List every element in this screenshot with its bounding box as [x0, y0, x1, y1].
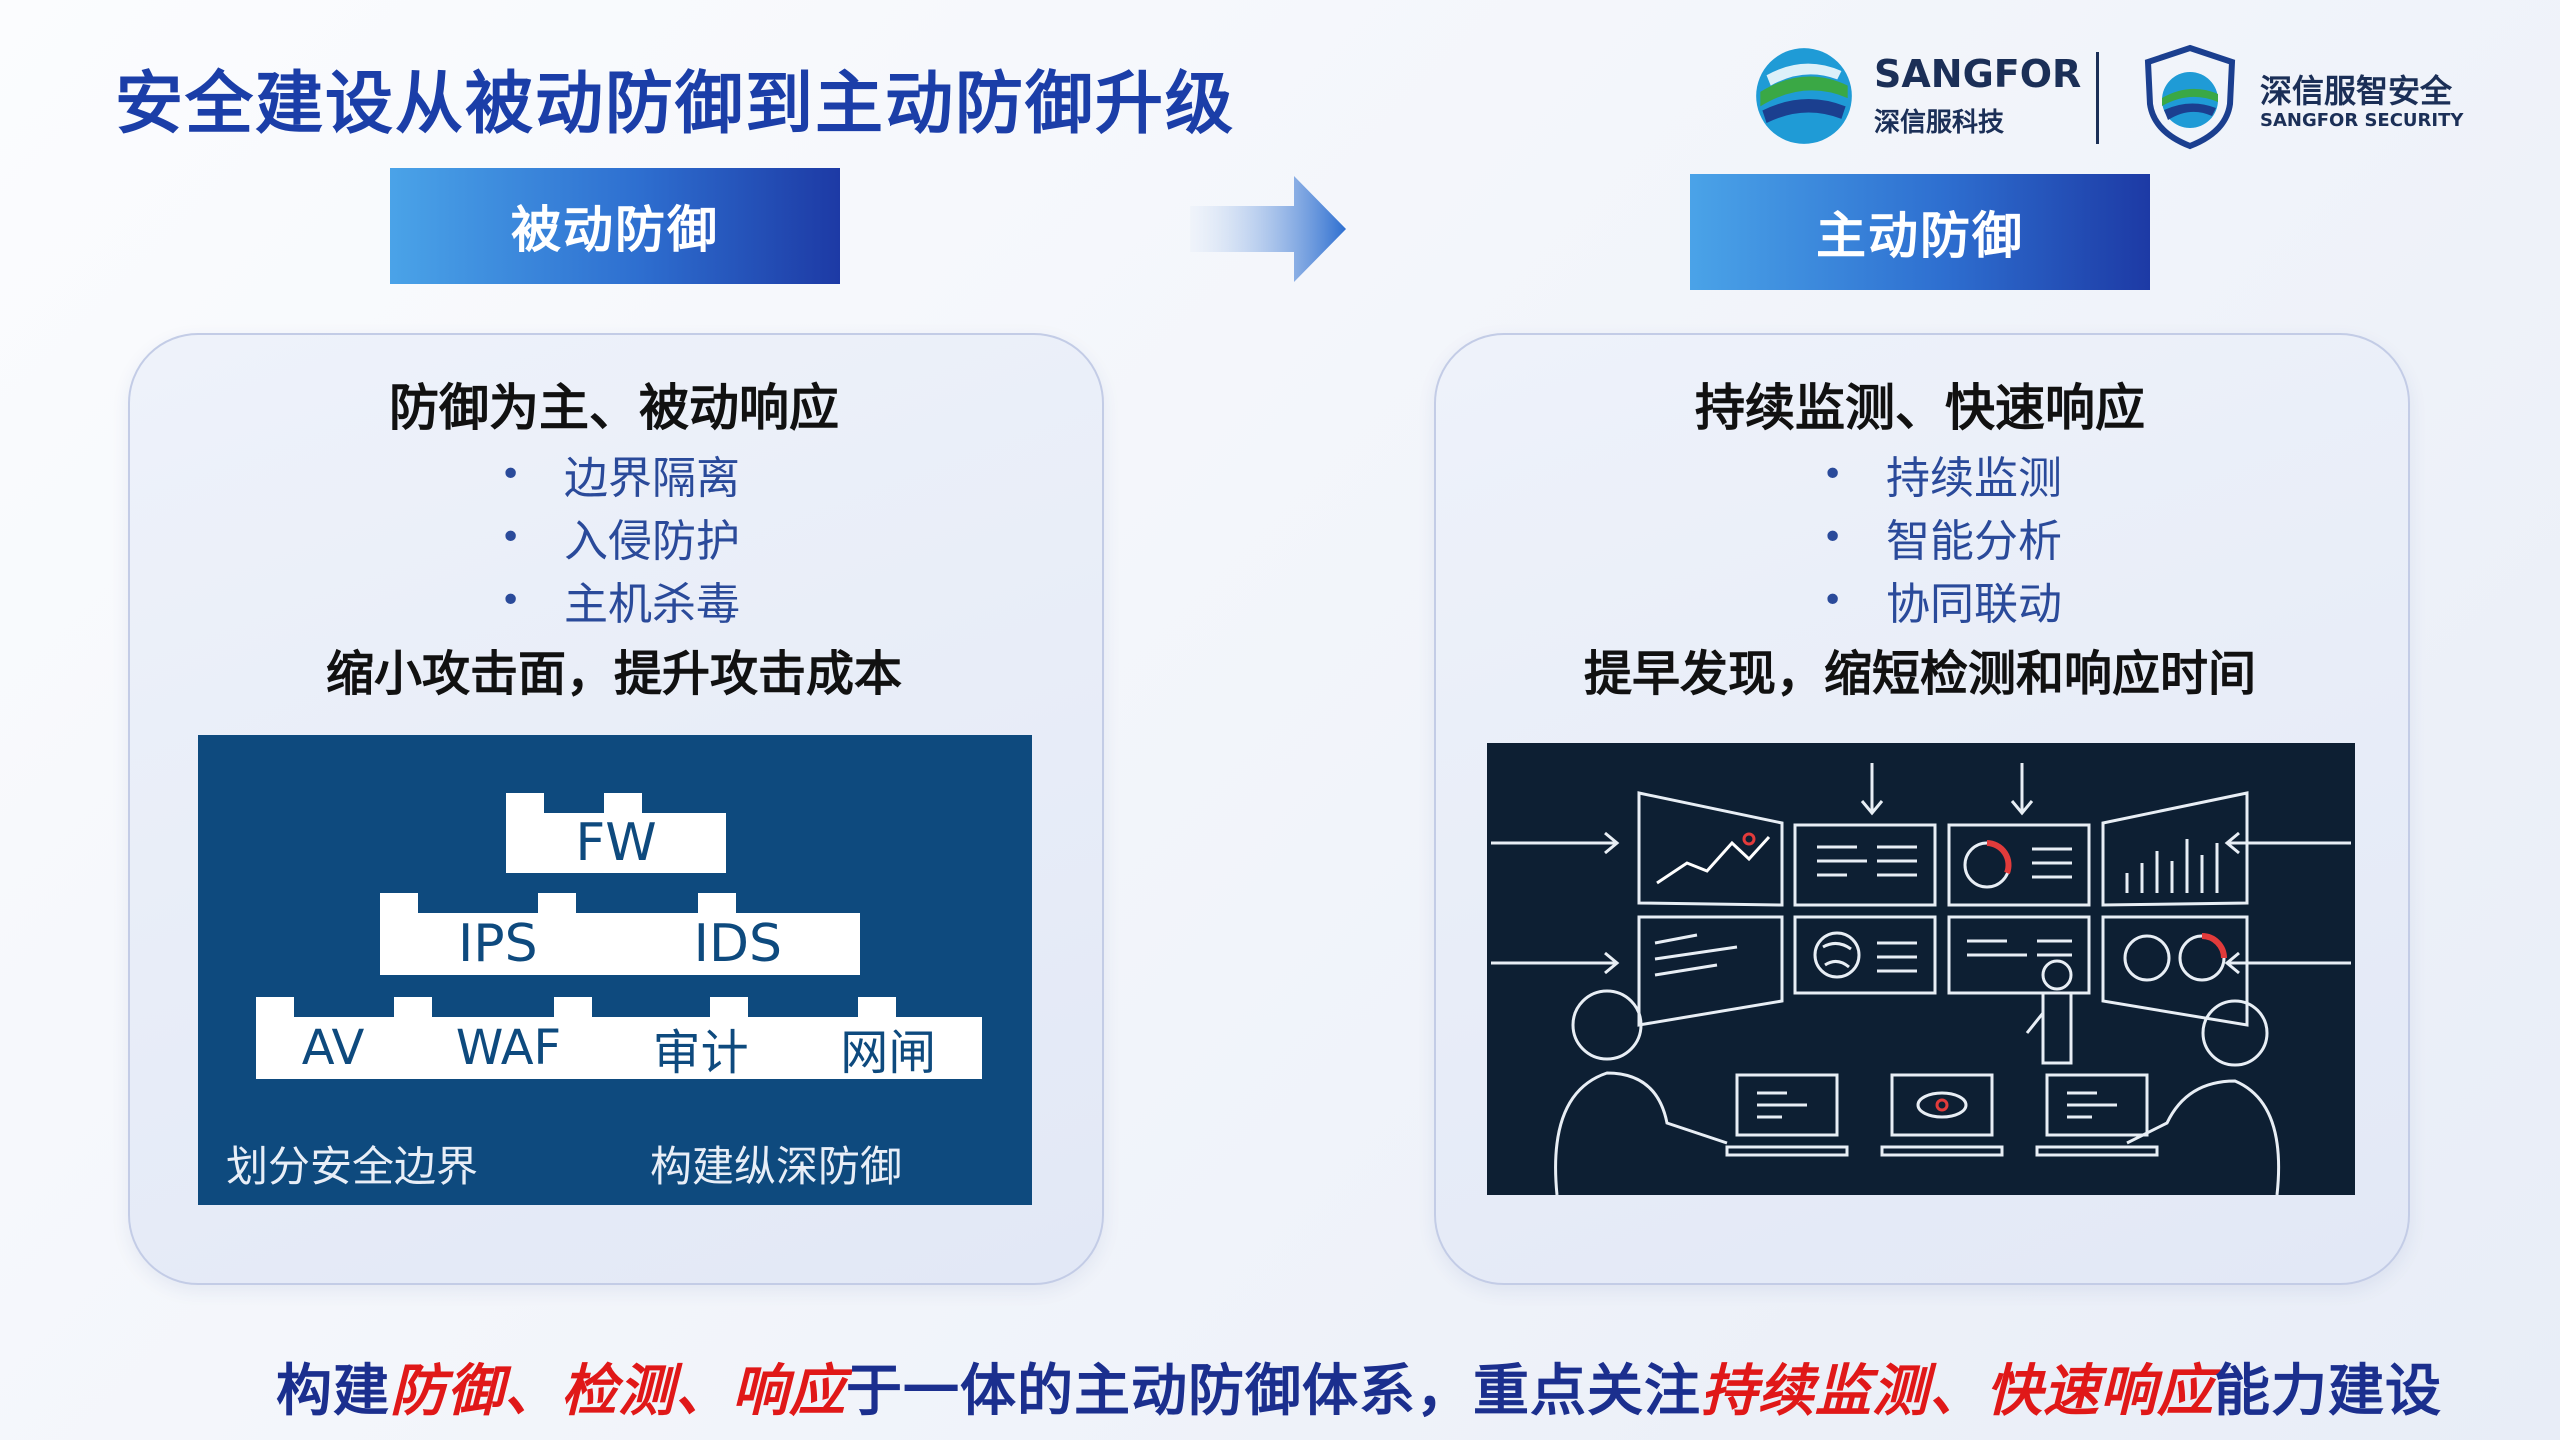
bullet-dot-icon: • [1822, 516, 1844, 558]
sangfor-name: SANGFOR [1874, 52, 2082, 96]
monitoring-center-icon [1491, 763, 2351, 1195]
wall-battlement [256, 997, 294, 1017]
wall-battlement [380, 893, 418, 913]
passive-subhead: 缩小攻击面，提升攻击成本 [325, 646, 902, 702]
highlight-defense-detect-respond: 防御、检测、响应 [390, 1359, 846, 1424]
wall-battlement [604, 793, 642, 813]
highlight-continuous-monitor: 持续监测、快速响应 [1701, 1359, 2214, 1424]
sangfor-cn: 深信服科技 [1874, 108, 2005, 138]
active-defense-tag: 主动防御 [1690, 174, 2150, 290]
bullet-dot-icon: • [500, 453, 522, 495]
bullet-dot-icon: • [500, 516, 522, 558]
active-bullet: •持续监测 [1822, 453, 2062, 504]
sangfor-globe-icon [1756, 48, 1852, 144]
active-bullet: •协同联动 [1822, 579, 2062, 630]
bottom-statement: 构建防御、检测、响应于一体的主动防御体系，重点关注持续监测、快速响应能力建设 [276, 1359, 2442, 1424]
bullet-dot-icon: • [1822, 579, 1844, 621]
wall-battlement [554, 997, 592, 1017]
wall-battlement [710, 997, 748, 1017]
wall-bottom-tier: AV WAF 审计 网闸 [256, 1017, 982, 1081]
passive-bullet: •边界隔离 [500, 453, 740, 504]
sangfor-logo: SANGFOR 深信服科技 [1752, 44, 2082, 154]
wall-ips-ids: IPS IDS [380, 913, 860, 975]
passive-heading: 防御为主、被动响应 [389, 379, 839, 437]
sangfor-security-logo: 深信服智安全 SANGFOR SECURITY [2142, 44, 2463, 154]
passive-bullet: •主机杀毒 [500, 579, 740, 630]
security-cn: 深信服智安全 [2260, 72, 2453, 110]
figure-caption-right: 构建纵深防御 [650, 1142, 903, 1191]
wall-fw: FW [506, 813, 726, 873]
shield-icon [2144, 44, 2236, 150]
bullet-dot-icon: • [500, 579, 522, 621]
figure-caption-left: 划分安全边界 [226, 1142, 479, 1191]
page-title: 安全建设从被动防御到主动防御升级 [115, 65, 1236, 144]
logo-divider [2096, 52, 2099, 144]
wall-battlement [506, 793, 544, 813]
active-heading: 持续监测、快速响应 [1695, 379, 2145, 437]
active-subhead: 提早发现，缩短检测和响应时间 [1583, 646, 2256, 702]
bullet-dot-icon: • [1822, 453, 1844, 495]
passive-defense-tag: 被动防御 [390, 168, 840, 284]
wall-battlement [538, 893, 576, 913]
right-arrow-icon [1190, 176, 1346, 282]
active-bullet: •智能分析 [1822, 516, 2062, 567]
defense-wall-figure: FW IPS IDS AV WAF 审计 网闸 划分安全边界 构建纵深防御 [198, 735, 1032, 1205]
control-room-illustration [1487, 743, 2355, 1195]
wall-battlement [858, 997, 896, 1017]
wall-battlement [698, 893, 736, 913]
security-en: SANGFOR SECURITY [2260, 110, 2464, 131]
wall-battlement [394, 997, 432, 1017]
passive-bullet: •入侵防护 [500, 516, 740, 567]
